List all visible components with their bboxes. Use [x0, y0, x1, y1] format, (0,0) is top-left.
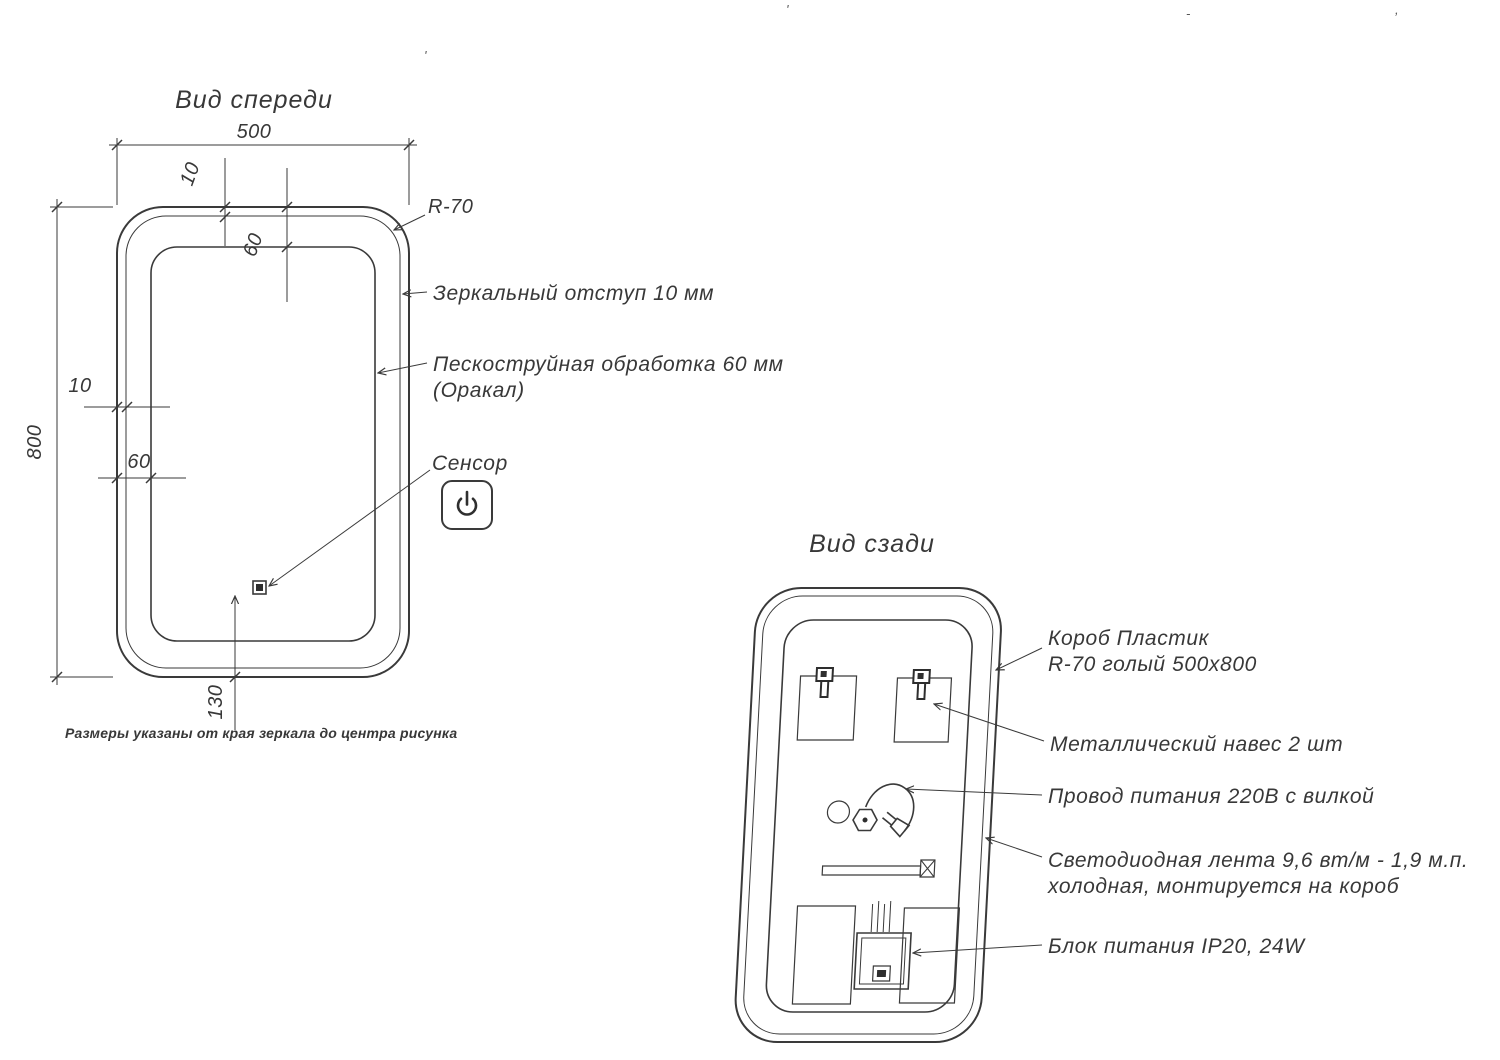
back-view: Вид сзади	[734, 530, 1468, 1043]
dim-sensor-bottom-value: 130	[205, 685, 227, 720]
sensor-mark-fill	[256, 584, 263, 591]
box-label-line1: Короб Пластик	[1048, 627, 1210, 650]
dim-frost-left: 60	[98, 451, 186, 484]
sandblast-label-line2: (Оракал)	[433, 379, 525, 402]
pad-area-left	[791, 905, 857, 1005]
mirror-sandblast-outline	[150, 246, 376, 642]
front-view: Вид спереди 500 10	[24, 86, 784, 741]
box-callout: Короб Пластик R-70 голый 500х800	[996, 627, 1257, 676]
dim-offset-left-value: 10	[68, 375, 91, 397]
dim-frost-left-value: 60	[127, 451, 150, 473]
dim-width-value: 500	[237, 121, 272, 143]
led-label-line2: холодная, монтируется на короб	[1047, 875, 1400, 898]
scan-artifact: '	[424, 48, 427, 63]
dim-height-value: 800	[24, 425, 46, 460]
box-label-line2: R-70 голый 500х800	[1048, 653, 1257, 676]
back-view-title: Вид сзади	[809, 530, 935, 558]
dim-frost-top: 60	[239, 168, 293, 302]
dim-frost-top-value: 60	[239, 230, 268, 259]
sandblast-callout: Пескоструйная обработка 60 мм (Оракал)	[378, 353, 784, 402]
mirror-offset-label: Зеркальный отступ 10 мм	[433, 282, 714, 305]
back-box-drawing	[734, 587, 1002, 1043]
scan-artifact: '	[786, 2, 789, 17]
metal-hanger-right	[912, 669, 931, 700]
psu-label: Блок питания IP20, 24W	[1048, 935, 1306, 958]
cord-label: Провод питания 220В с вилкой	[1048, 785, 1374, 808]
led-strip	[821, 859, 936, 878]
metal-hanger-left	[815, 667, 835, 698]
cord-hole	[826, 800, 851, 824]
dim-sensor-bottom: 130	[205, 596, 241, 730]
back-inner-panel	[765, 619, 973, 1013]
sensor-label: Сенсор	[432, 452, 508, 475]
dim-height: 800	[24, 199, 113, 685]
dim-offset-left: 10	[68, 375, 170, 413]
dim-width: 500	[109, 121, 417, 205]
sandblast-label-line1: Пескоструйная обработка 60 мм	[433, 353, 784, 376]
hanger-label: Металлический навес 2 шт	[1050, 733, 1343, 756]
cord-gland-nut	[852, 808, 878, 832]
sensor-touch-button	[441, 480, 493, 530]
sensor-mark	[252, 580, 267, 595]
radius-value: R-70	[428, 196, 473, 218]
psu-wires	[870, 901, 892, 932]
scan-artifact: -	[1186, 6, 1191, 21]
mirror-offset-callout: Зеркальный отступ 10 мм	[403, 282, 714, 305]
hanger-callout: Металлический навес 2 шт	[934, 704, 1343, 756]
front-view-title: Вид спереди	[175, 86, 333, 114]
mirror-outer-outline	[116, 206, 410, 678]
back-outer-outline	[734, 587, 1002, 1043]
led-label-line1: Светодиодная лента 9,6 вт/м - 1,9 м.п.	[1048, 849, 1468, 872]
pad-area-right	[898, 907, 961, 1004]
mirror-offset-outline	[125, 215, 401, 669]
power-icon	[456, 497, 478, 516]
dim-offset-top: 10	[176, 158, 231, 246]
power-plug	[881, 811, 911, 838]
dim-offset-top-value: 10	[176, 159, 205, 188]
led-callout: Светодиодная лента 9,6 вт/м - 1,9 м.п. х…	[986, 838, 1468, 898]
scan-artifact: ,	[1395, 2, 1399, 17]
power-cord	[864, 783, 915, 832]
dimensions-note: Размеры указаны от края зеркала до центр…	[65, 725, 457, 741]
cord-callout: Провод питания 220В с вилкой	[906, 785, 1374, 808]
back-wall-outline	[743, 595, 994, 1035]
cord-gland-center	[862, 817, 868, 823]
power-supply-unit	[853, 932, 912, 990]
radius-callout: R-70	[394, 196, 473, 230]
sensor-callout: Сенсор	[252, 452, 508, 595]
psu-callout: Блок питания IP20, 24W	[913, 935, 1306, 958]
